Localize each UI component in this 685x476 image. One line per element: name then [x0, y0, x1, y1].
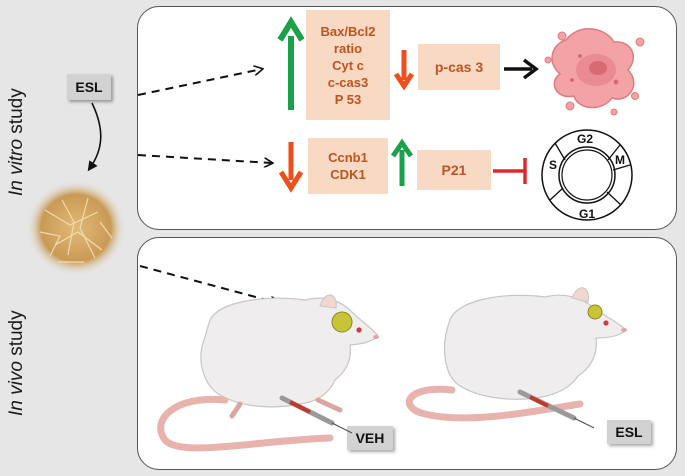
marker-bax-bcl2: Bax/Bcl2 — [320, 23, 376, 39]
marker-c-cas3: c-cas3 — [327, 74, 369, 90]
p21-box: P21 — [417, 150, 491, 190]
esl-tag: ESL — [67, 74, 111, 100]
p-cas3-box: p-cas 3 — [418, 44, 500, 90]
marker-cyt-c: Cyt c — [332, 57, 364, 73]
rat-esl-illustration — [405, 287, 627, 429]
inhibition-line — [493, 158, 527, 184]
cell-culture-image — [26, 180, 126, 276]
cell-cycle-marker-box: Ccnb1 CDK1 — [308, 138, 388, 194]
marker-p53: P 53 — [334, 91, 362, 107]
esl-treatment-tag: ESL — [607, 420, 651, 444]
syringe-vehicle-icon — [279, 395, 353, 434]
down-arrow-p-cas3 — [393, 50, 415, 91]
rat-vehicle-illustration — [157, 294, 379, 452]
arrow-to-apoptotic-cell — [504, 58, 539, 80]
syringe-esl-icon — [517, 389, 595, 429]
marker-cdk1: CDK1 — [330, 167, 366, 182]
esl-to-culture-arrow — [87, 102, 102, 172]
marker-ratio: ratio — [333, 40, 363, 56]
cell-cycle-diagram — [541, 129, 633, 221]
phase-m-label: M — [615, 153, 625, 167]
apoptosis-marker-box: Bax/Bcl2 ratio Cyt c c-cas3 P 53 — [306, 10, 390, 120]
up-arrow-p21 — [390, 138, 414, 186]
phase-g1-label: G1 — [579, 207, 596, 221]
veh-tag: VEH — [347, 426, 393, 450]
phase-s-label: S — [549, 158, 558, 172]
marker-ccnb1: Ccnb1 — [328, 150, 368, 165]
phase-g2-label: G2 — [577, 132, 594, 146]
apoptotic-cell-icon — [544, 28, 645, 116]
down-arrow-cell-cycle — [278, 142, 304, 193]
dashed-arrow-in-vivo — [139, 265, 278, 303]
up-arrow-apoptosis — [277, 16, 305, 110]
dashed-arrow-apoptosis — [137, 69, 262, 96]
